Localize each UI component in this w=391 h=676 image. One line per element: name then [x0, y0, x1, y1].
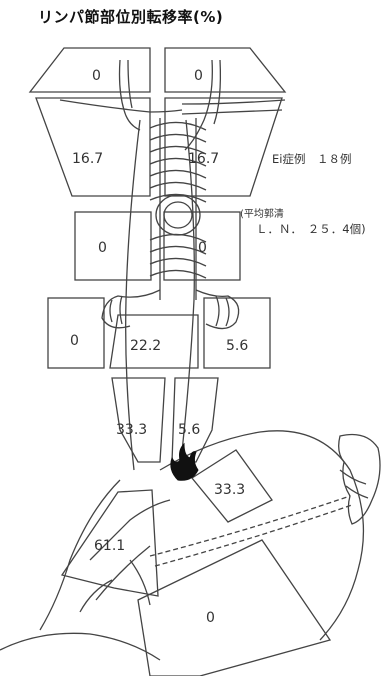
tumor-icon: [171, 444, 198, 480]
value-upper-para-left: 16.7: [72, 151, 103, 167]
value-middle-left: 0: [98, 240, 107, 256]
station-lower-left-band: [112, 378, 165, 462]
station-hilar-right-box: [204, 298, 270, 368]
station-upper-left-box: [30, 48, 150, 92]
station-lower-right-band: [172, 378, 218, 462]
value-abdominal: 0: [206, 610, 215, 626]
value-lesser-curvature: 61.1: [94, 538, 125, 554]
value-subcarinal: 22.2: [130, 338, 161, 354]
value-upper-para-right: 16.7: [188, 151, 219, 167]
value-hilar-right: 5.6: [226, 338, 248, 354]
value-upper-left: 0: [92, 68, 101, 84]
value-lower-right: 5.6: [178, 422, 200, 438]
value-upper-right: 0: [194, 68, 203, 84]
station-abdominal-box: [138, 540, 330, 676]
value-cardia-right: 33.3: [214, 482, 245, 498]
value-hilar-left: 0: [70, 333, 79, 349]
value-lower-left: 33.3: [116, 422, 147, 438]
station-upper-right-box: [165, 48, 285, 92]
station-middle-left-box: [75, 212, 151, 280]
value-middle-right: 0: [198, 240, 207, 256]
